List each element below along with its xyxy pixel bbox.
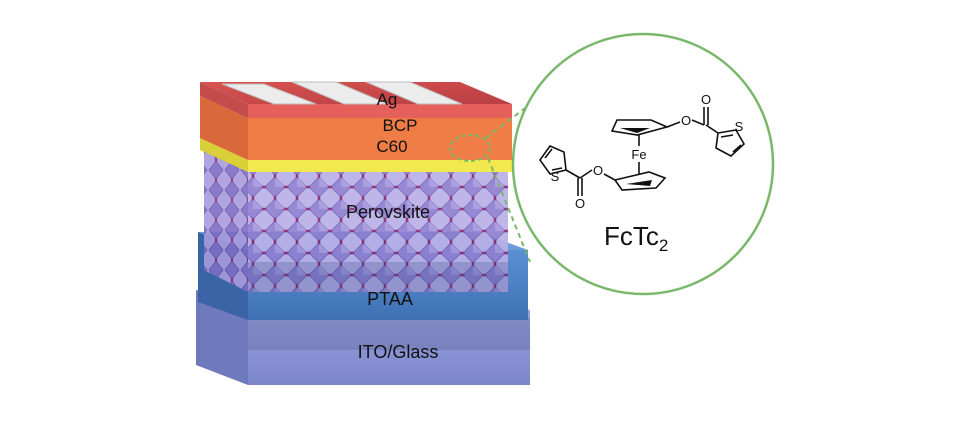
ito-glass-front bbox=[248, 310, 530, 385]
thiophene-right-db1 bbox=[720, 134, 734, 138]
bond-o-c-left bbox=[579, 169, 593, 179]
zoom-indicator bbox=[449, 32, 775, 296]
bond-c-thio-right bbox=[705, 124, 719, 134]
fe-atom-label: Fe bbox=[631, 147, 646, 162]
thiophene-left-db1 bbox=[544, 148, 553, 159]
thiophene-left-db2 bbox=[551, 167, 563, 171]
c60-label: C60 bbox=[376, 137, 407, 156]
ag-side bbox=[200, 82, 248, 118]
thiophene-left bbox=[539, 145, 567, 175]
thiophene-right-db2 bbox=[732, 144, 742, 153]
thiophene-right bbox=[715, 129, 746, 157]
zoom-line-lower bbox=[487, 157, 531, 263]
cp-ring-lower-shade bbox=[626, 180, 652, 186]
perovskite-side bbox=[204, 150, 248, 292]
o-atom-left: O bbox=[593, 163, 603, 178]
cp-ring-upper-shade bbox=[620, 128, 650, 133]
bond-c-thio-left bbox=[565, 169, 581, 179]
perovskite-front bbox=[248, 172, 508, 292]
perovskite-label: Perovskite bbox=[346, 202, 430, 222]
c60-side bbox=[200, 138, 248, 172]
bcp-front bbox=[248, 118, 512, 160]
ptaa-label: PTAA bbox=[367, 289, 413, 309]
molecule-name-subscript: 2 bbox=[659, 236, 668, 255]
bcp-label: BCP bbox=[383, 116, 418, 135]
molecule-name-main: FcTc bbox=[604, 221, 659, 251]
s-atom-left: S bbox=[551, 169, 560, 184]
bcp-side bbox=[200, 96, 248, 160]
o-atom-right: O bbox=[681, 113, 691, 128]
ag-label: Ag bbox=[377, 90, 398, 109]
perovskite-layer bbox=[204, 150, 508, 292]
ito-glass-label: ITO/Glass bbox=[358, 342, 439, 362]
ag-stripe-3 bbox=[365, 81, 463, 105]
zoom-circle bbox=[511, 32, 775, 296]
zoom-source-ellipse bbox=[449, 134, 491, 162]
perovskite-shadow bbox=[248, 262, 508, 292]
bond-o-c-right bbox=[691, 119, 705, 126]
ag-stripe-1 bbox=[221, 83, 317, 105]
bond-ring-o-left bbox=[603, 173, 616, 181]
bond-ring-o-right bbox=[666, 121, 681, 128]
ito-glass-dark-band bbox=[248, 318, 530, 350]
ag-front bbox=[248, 104, 512, 118]
o-atom-left-carbonyl: O bbox=[575, 196, 585, 211]
o-atom-right-carbonyl: O bbox=[701, 92, 711, 107]
cp-ring-lower bbox=[613, 171, 667, 191]
cp-ring-upper bbox=[610, 119, 670, 136]
ag-stripe-2 bbox=[291, 81, 389, 105]
fctc2-molecule bbox=[539, 107, 746, 196]
top-stack bbox=[200, 81, 512, 172]
molecule-name: FcTc2 bbox=[604, 221, 668, 255]
s-atom-right: S bbox=[735, 119, 744, 134]
c60-front bbox=[248, 160, 512, 172]
